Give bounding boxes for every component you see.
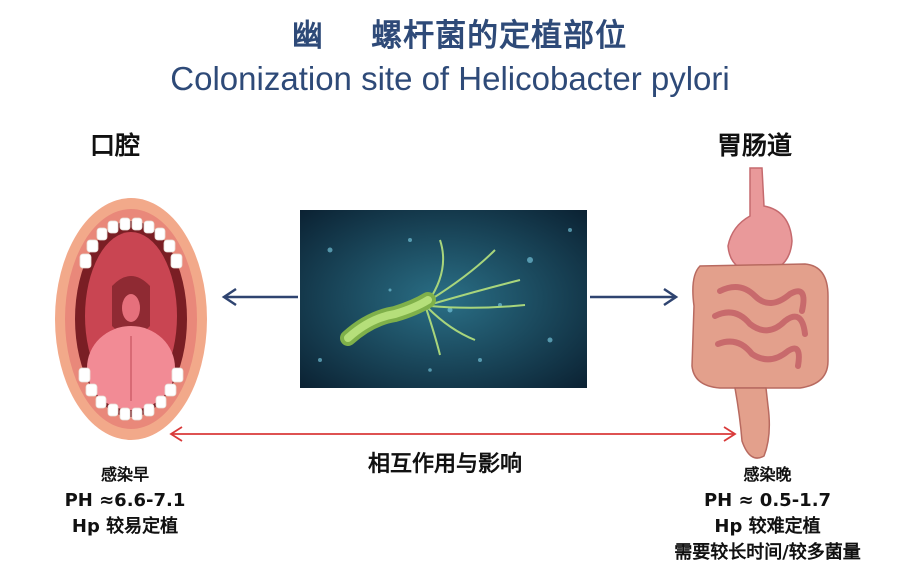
arrow-to-mouth: [221, 287, 298, 307]
gi-colonization: Hp 较难定植: [714, 516, 821, 537]
helicobacter-image: [300, 210, 587, 388]
gi-ph: PH ≈ 0.5-1.7: [703, 490, 832, 511]
oral-colonization: Hp 较易定植: [71, 516, 179, 537]
gi-infection-timing: 感染晚: [743, 465, 792, 484]
oral-infection-timing: 感染早: [100, 465, 149, 484]
gi-notes: 感染晚 PH ≈ 0.5-1.7 Hp 较难定植 需要较长时间/较多菌量: [630, 462, 905, 566]
title-chinese: 幽 螺杆菌的定植部位: [291, 18, 628, 54]
title-english: Colonization site of Helicobacter pylori: [170, 60, 730, 97]
oral-cavity-label: 口腔: [90, 131, 141, 160]
arrow-to-gi-tract: [590, 287, 679, 307]
oral-ph: PH ≈6.6-7.1: [64, 490, 186, 511]
gi-tract-label: 胃肠道: [717, 131, 793, 160]
mouth-illustration: [55, 198, 207, 440]
interaction-double-arrow: [169, 426, 737, 442]
oral-notes: 感染早 PH ≈6.6-7.1 Hp 较易定植: [40, 462, 210, 540]
gi-tract-illustration: [691, 167, 829, 459]
interaction-label: 相互作用与影响: [367, 452, 522, 477]
gi-requirement: 需要较长时间/较多菌量: [674, 542, 861, 563]
